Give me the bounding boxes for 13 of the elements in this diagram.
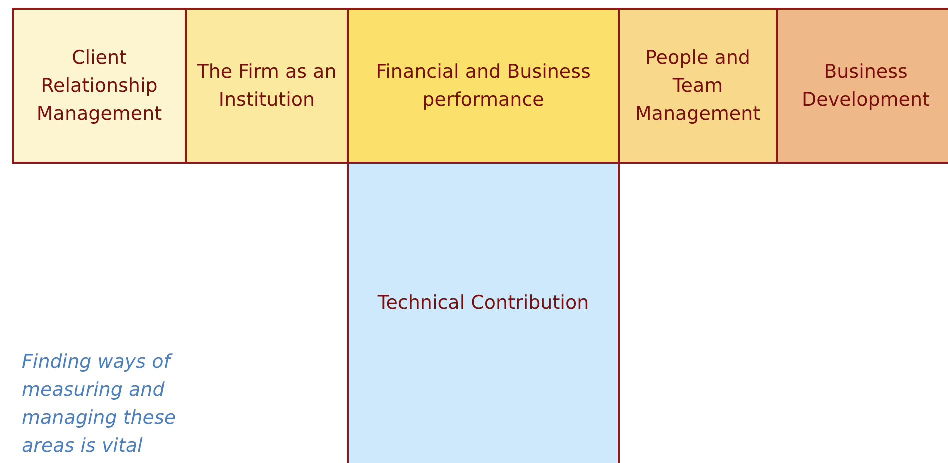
- area-box: [776, 8, 948, 164]
- area-box: [618, 8, 778, 164]
- area-box: [185, 8, 349, 164]
- area-title: Client Relationship Management: [36, 46, 164, 127]
- area-title: Business Development: [801, 60, 931, 113]
- area-title: People and Team Management: [634, 46, 762, 127]
- area-box: [347, 162, 620, 463]
- area-box: [12, 8, 187, 164]
- area-box: [347, 8, 620, 164]
- area-title: The Firm as an Institution: [196, 60, 338, 113]
- area-title: Technical Contribution: [376, 291, 590, 316]
- area-title: Financial and Business performance: [375, 60, 592, 113]
- note-text: Finding ways of measuring and managing these areas is vital: [22, 350, 178, 459]
